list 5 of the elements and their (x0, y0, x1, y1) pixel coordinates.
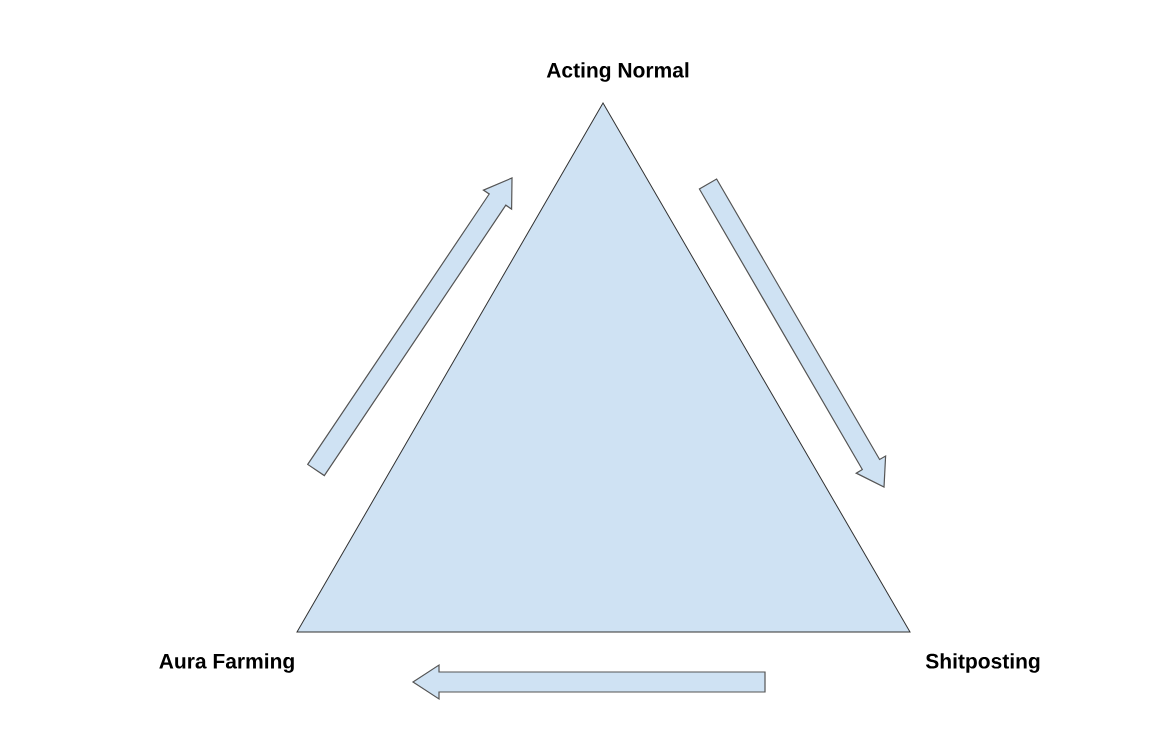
vertex-label: Aura Farming (159, 653, 294, 673)
vertex-label: Acting Normal (546, 62, 689, 82)
vertex-label: Shitposting (925, 653, 1040, 673)
block-arrow (698, 178, 887, 488)
block-arrow (411, 663, 766, 701)
